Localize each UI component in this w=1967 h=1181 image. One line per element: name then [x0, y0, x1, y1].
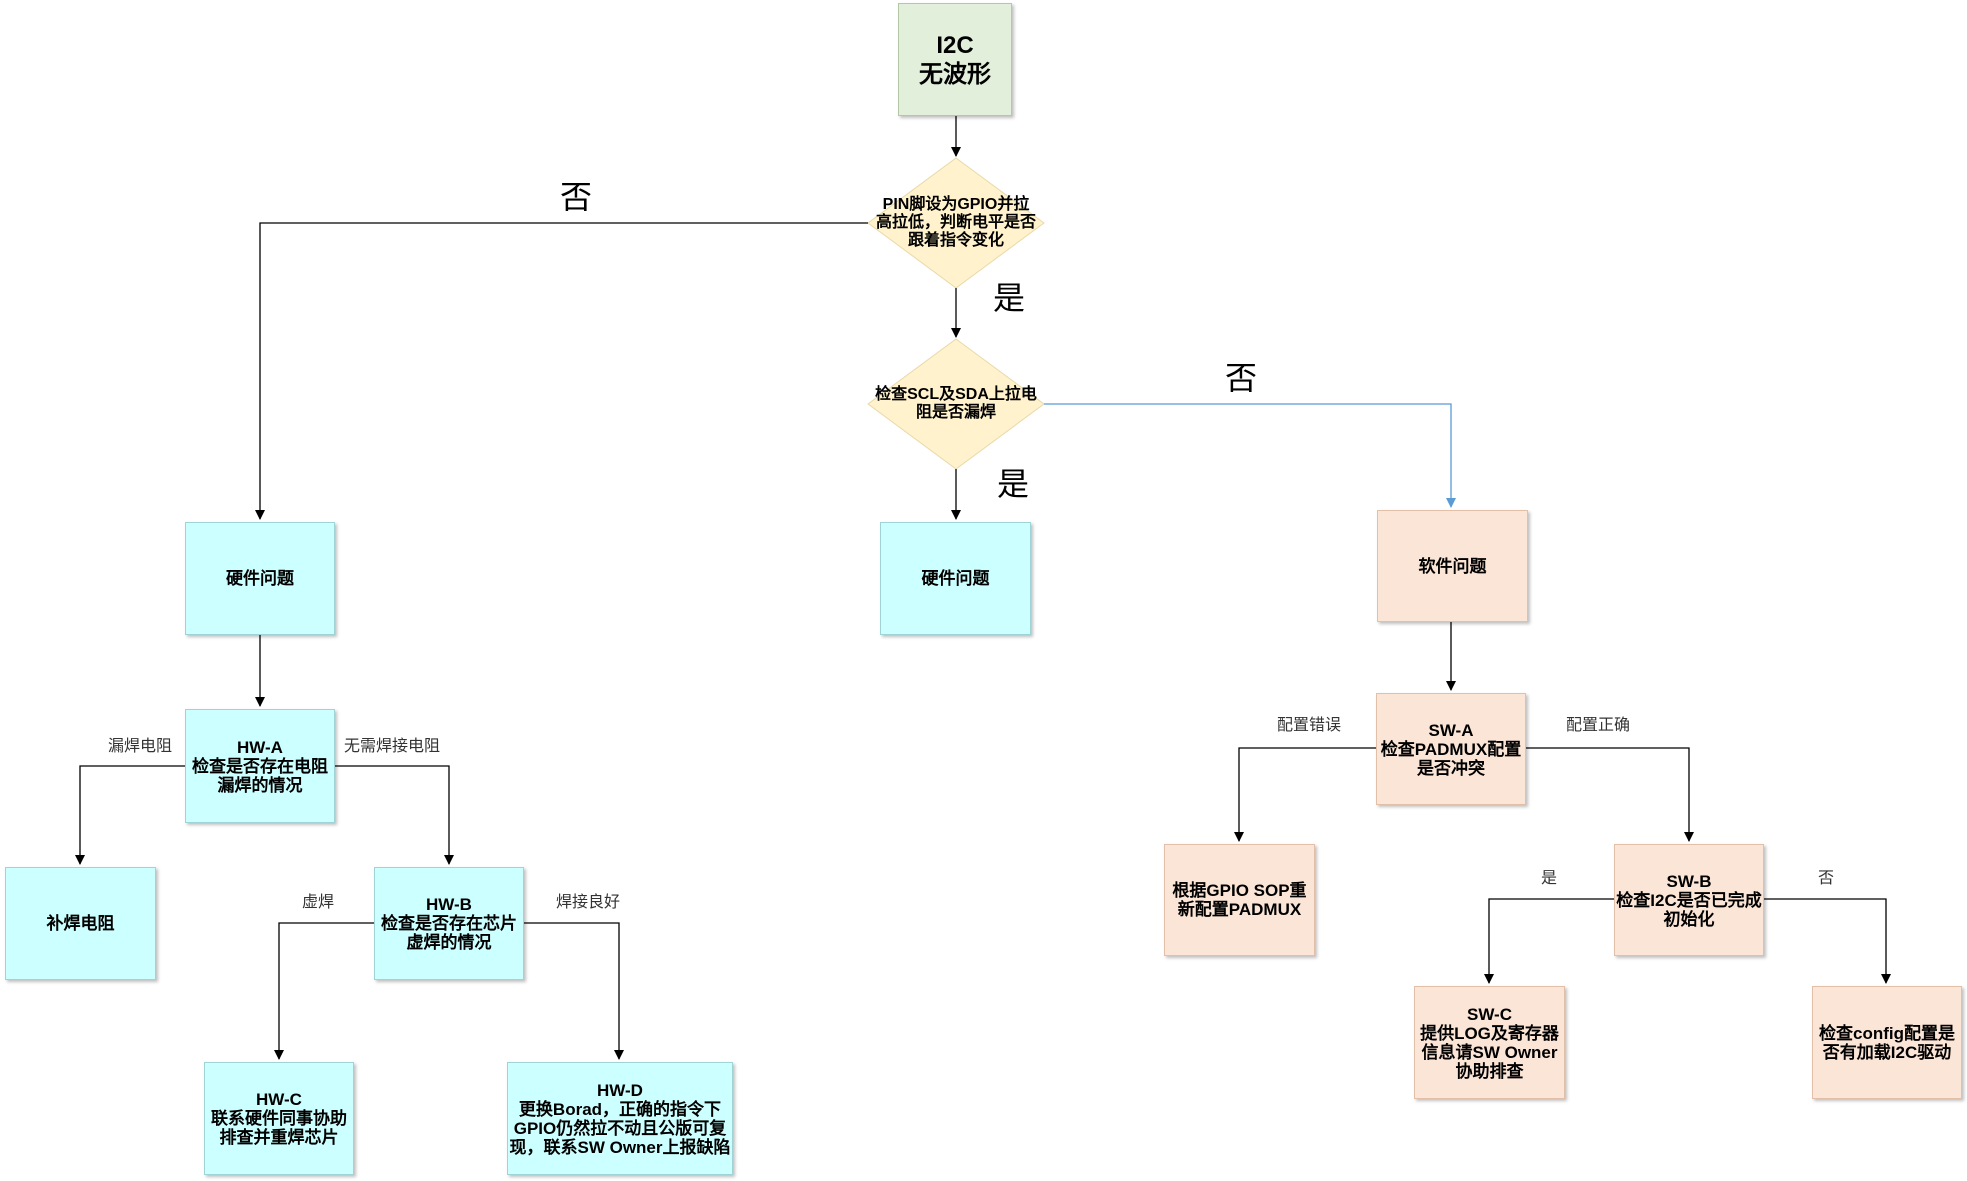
- edge-swb-left: [1484, 898, 1614, 984]
- hw-a-node: HW-A 检查是否存在电阻 漏焊的情况: [185, 709, 335, 823]
- sw-b-node: SW-B 检查I2C是否已完成 初始化: [1614, 844, 1764, 956]
- d1-no-label: 否: [560, 178, 593, 216]
- software-issue-node: 软件问题: [1377, 510, 1528, 622]
- decision-1-text: PIN脚设为GPIO并拉 高拉低，判断电平是否 跟着指令变化: [875, 196, 1036, 249]
- edge-hwb-right: [524, 922, 624, 1060]
- swa-left-label: 配置错误: [1277, 715, 1342, 734]
- hwa-left-label: 漏焊电阻: [108, 736, 173, 755]
- resolder-resistor-node: 补焊电阻: [5, 867, 156, 980]
- sw-a-node: SW-A 检查PADMUX配置 是否冲突: [1376, 693, 1526, 805]
- hwb-left-label: 虚焊: [302, 892, 335, 911]
- hardware-issue-left-node: 硬件问题: [185, 522, 335, 635]
- swa-right-label: 配置正确: [1566, 715, 1631, 734]
- hw-d-node: HW-D 更换Borad，正确的指令下 GPIO仍然拉不动且公版可复 现，联系S…: [507, 1062, 733, 1175]
- check-config-node: 检查config配置是 否有加载I2C驱动: [1812, 986, 1962, 1099]
- edge-hwa-left: [75, 765, 185, 865]
- hw-c-node: HW-C 联系硬件同事协助 排查并重焊芯片: [204, 1062, 354, 1175]
- edge-swa-left: [1234, 747, 1376, 842]
- reconfig-padmux-node: 根据GPIO SOP重 新配置PADMUX: [1164, 844, 1315, 956]
- edge-swa-right: [1526, 747, 1694, 842]
- edge-d2-no: [1044, 403, 1456, 508]
- edge-swb-right: [1764, 898, 1891, 984]
- start-node: I2C 无波形: [898, 3, 1012, 116]
- d2-yes-label: 是: [997, 465, 1030, 503]
- swb-right-label: 否: [1818, 868, 1835, 887]
- decision-2-text: 检查SCL及SDA上拉电 阻是否漏焊: [875, 386, 1037, 421]
- d1-yes-label: 是: [993, 279, 1026, 317]
- edge-hwa-right: [335, 765, 454, 865]
- edge-d1-no: [255, 222, 868, 520]
- edge-hwb-left: [274, 922, 374, 1060]
- hwa-right-label: 无需焊接电阻: [344, 736, 441, 755]
- hw-b-node: HW-B 检查是否存在芯片 虚焊的情况: [374, 867, 524, 980]
- d2-no-label: 否: [1225, 359, 1258, 397]
- swb-left-label: 是: [1541, 868, 1558, 887]
- hardware-issue-mid-node: 硬件问题: [880, 522, 1031, 635]
- sw-c-node: SW-C 提供LOG及寄存器 信息请SW Owner 协助排查: [1414, 986, 1565, 1099]
- hwb-right-label: 焊接良好: [556, 892, 621, 911]
